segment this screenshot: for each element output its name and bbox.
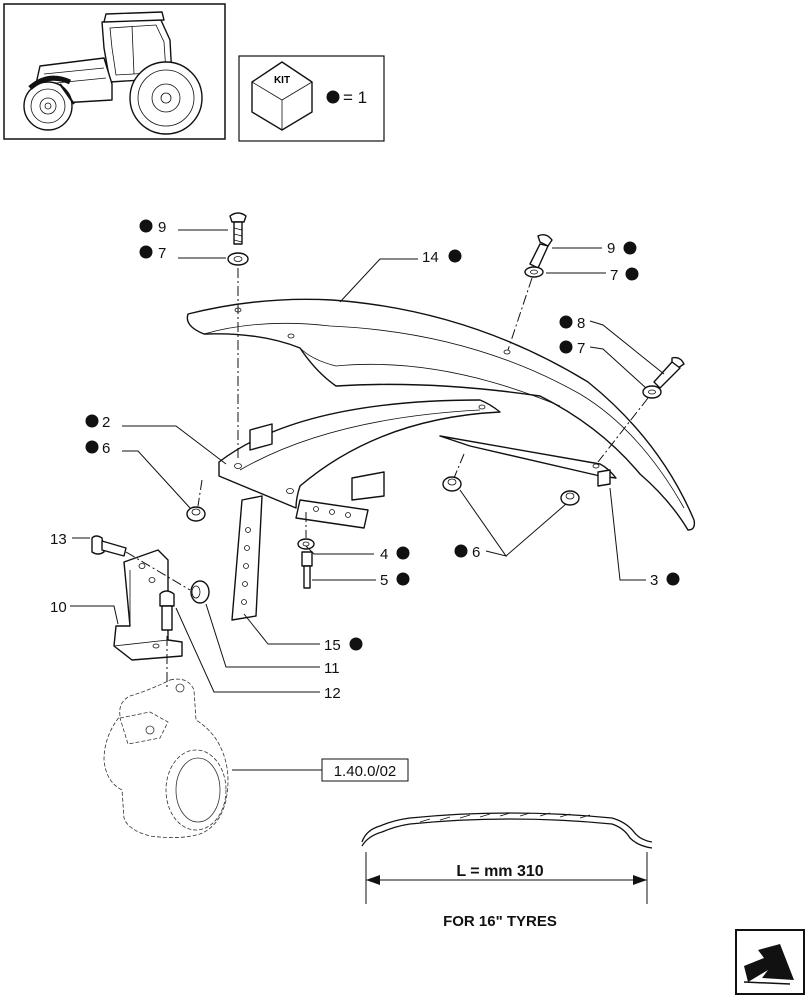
callout-12: 12: [324, 685, 341, 702]
callout-3: 3: [650, 572, 658, 589]
spacer-6-right: [560, 490, 580, 506]
main-fender: [186, 298, 696, 531]
reference-box: 1.40.0/02: [321, 758, 409, 782]
callout-9-right: 9: [607, 240, 615, 257]
kit-legend-box: KIT = 1: [238, 55, 385, 142]
callout-14: 14: [422, 249, 439, 266]
bolt-9-right: [529, 233, 553, 269]
callout-9-left: 9: [158, 219, 166, 236]
bolt-13: [91, 535, 127, 557]
callout-7-left: 7: [158, 245, 166, 262]
callout-2: 2: [102, 414, 110, 431]
callout-8: 8: [577, 315, 585, 332]
callout-11: 11: [324, 660, 340, 677]
callout-7-right: 7: [610, 267, 618, 284]
dimension-label: L = mm 310: [456, 863, 543, 880]
washer-7-left: [227, 252, 249, 266]
next-page-arrow-icon[interactable]: [735, 929, 805, 995]
bolt-9-left: [229, 212, 247, 245]
kit-bullet-icon: [326, 90, 340, 104]
callout-10: 10: [50, 599, 67, 616]
tractor-thumbnail-icon: [3, 3, 226, 140]
bolt-5: [301, 551, 313, 589]
washer-4: [297, 538, 315, 550]
leader-lines: [70, 229, 665, 771]
tyre-note: FOR 16" TYRES: [443, 913, 557, 930]
washer-7-right: [524, 266, 544, 278]
callout-15: 15: [324, 637, 341, 654]
profile-section: L = mm 310: [361, 812, 653, 904]
bracket-15: [231, 495, 369, 621]
spacer-6-left: [186, 506, 206, 522]
kit-equals-text: = 1: [343, 88, 367, 107]
bolt-12: [159, 590, 175, 631]
callout-7-lower: 7: [577, 340, 585, 357]
callout-6-left: 6: [102, 440, 110, 457]
axle-housing: [103, 678, 229, 838]
kit-cube-icon: KIT: [251, 61, 313, 131]
inner-plate: [218, 399, 617, 509]
washer-7-lower-right: [642, 385, 662, 399]
bolt-8: [653, 356, 685, 389]
spacer-6-mid: [442, 476, 462, 492]
kit-label: KIT: [274, 75, 290, 86]
spacer-11: [190, 580, 210, 604]
callouts: 9 7 14 9 7 8 7 2 6 13 10 4 5 6 3 15 11 1…: [50, 219, 680, 702]
callout-13: 13: [50, 531, 67, 548]
callout-6-right: 6: [472, 544, 480, 561]
reference-label: 1.40.0/02: [334, 763, 397, 780]
callout-4: 4: [380, 546, 388, 563]
bracket-10: [113, 549, 183, 661]
callout-5: 5: [380, 572, 388, 589]
